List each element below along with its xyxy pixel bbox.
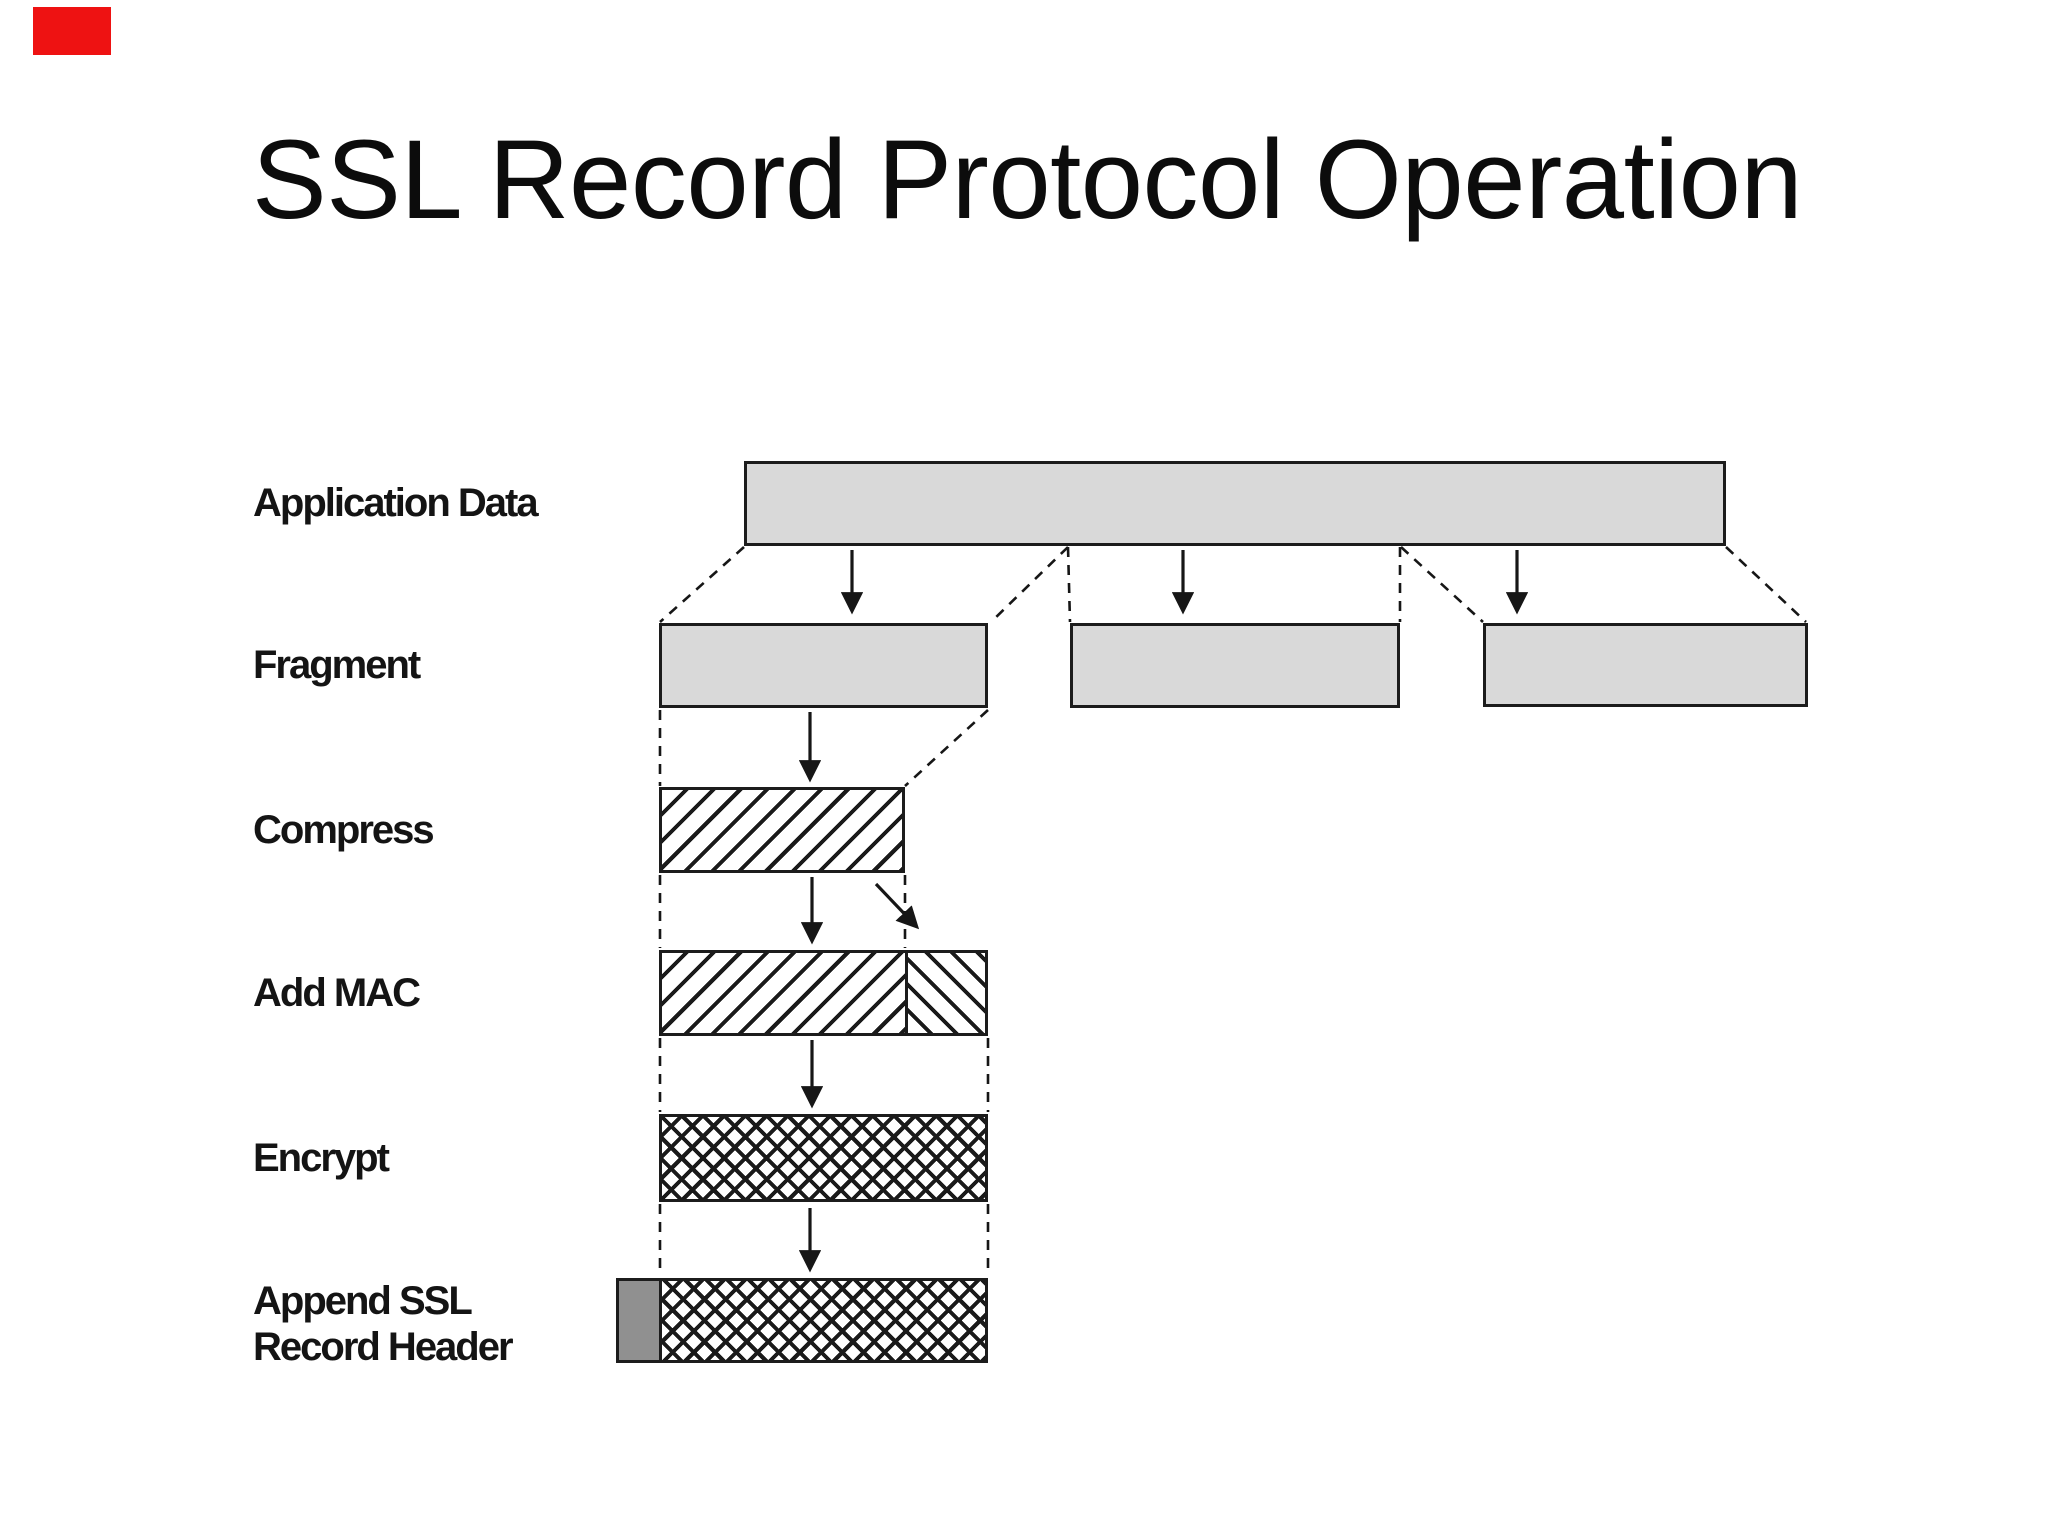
ssl-record-header-box — [616, 1278, 662, 1363]
dashed-app-to-frag2-left — [1066, 546, 1072, 623]
label-encrypt: Encrypt — [253, 1136, 390, 1180]
diagonal-arrow-to-mac-segment — [874, 882, 920, 930]
compressed-data-box — [659, 787, 905, 873]
label-add-mac: Add MAC — [253, 971, 421, 1015]
fragment-box-3 — [1483, 623, 1808, 707]
red-corner-marker — [33, 7, 111, 55]
fragment-box-2 — [1070, 623, 1400, 708]
dashed-app-to-frag3-left — [1400, 546, 1484, 623]
dashed-app-to-frag1-left — [659, 546, 745, 623]
dashed-app-to-frag1-right — [990, 546, 1069, 623]
encrypted-record-box — [659, 1278, 988, 1363]
label-application-data: Application Data — [253, 481, 539, 525]
encrypted-data-box — [659, 1114, 988, 1202]
label-append-line1: Append SSL — [253, 1279, 473, 1323]
label-append-line2: Record Header — [253, 1325, 514, 1369]
add-mac-box — [659, 950, 988, 1036]
application-data-box — [744, 461, 1726, 546]
mac-segment — [905, 953, 985, 1033]
dashed-frag1-to-compress-right — [904, 709, 989, 787]
compressed-data-segment — [662, 953, 905, 1033]
fragment-box-1 — [659, 623, 988, 708]
label-compress: Compress — [253, 808, 435, 852]
label-fragment: Fragment — [253, 643, 421, 687]
page-title: SSL Record Protocol Operation — [252, 117, 1803, 242]
dashed-app-to-frag3-right — [1725, 546, 1807, 623]
label-append-ssl-record-header: Append SSL Record Header — [253, 1278, 514, 1370]
